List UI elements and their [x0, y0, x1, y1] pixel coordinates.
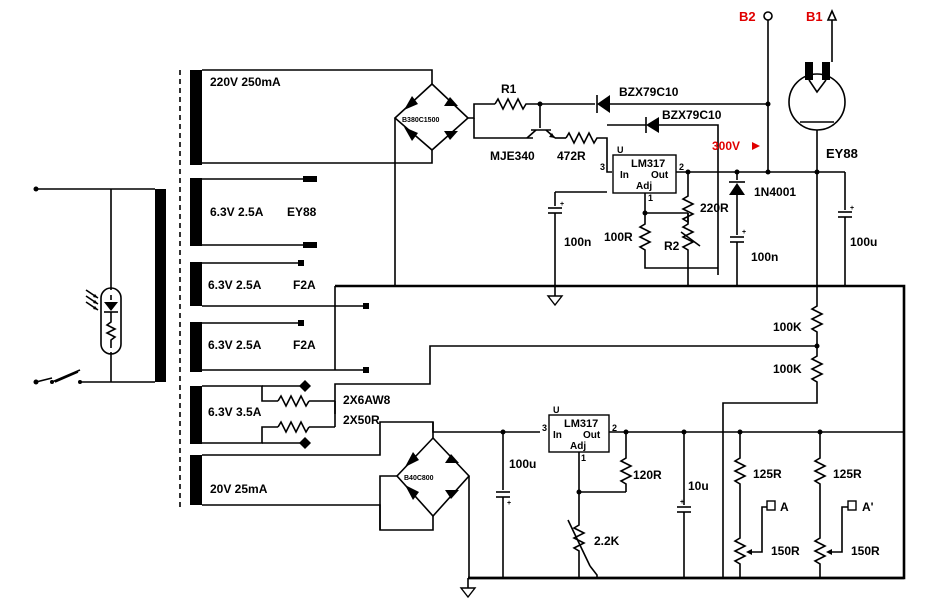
zener-1-label: BZX79C10 [619, 85, 679, 99]
lm317-bottom-pin3: 3 [542, 423, 547, 433]
lm317-bottom-adj-label: Adj [570, 441, 586, 452]
lm317-top-label: LM317 [631, 158, 665, 170]
winding-220v-label: 220V 250mA [210, 75, 281, 89]
zener-2-label: BZX79C10 [662, 108, 722, 122]
r2-label: R2 [664, 239, 680, 253]
300v-label: 300V [712, 139, 740, 153]
cap-100u-bottom-label: 100u [509, 457, 536, 471]
winding-f2a-1-label: F2A [293, 278, 316, 292]
lm317-bottom-pin1: 1 [581, 453, 586, 463]
bridge-2-part-label: B40C800 [404, 475, 434, 482]
lm317-top [612, 154, 677, 194]
transformer-secondaries [190, 70, 202, 505]
r472-label: 472R [557, 149, 586, 163]
winding-63v-a-label: 6.3V 2.5A [210, 205, 264, 219]
bridge-rectifier-2: B40C800 [395, 436, 471, 518]
winding-63v-d-label: 6.3V 3.5A [208, 405, 262, 419]
heater-resistor-label: 2X50R [343, 413, 380, 427]
300v-arrow-icon [752, 142, 760, 150]
transformer-primary-winding [155, 189, 166, 382]
b1-terminal [826, 9, 838, 21]
lm317-bottom-in-label: In [553, 430, 562, 441]
zener-diode-2 [607, 117, 719, 275]
ground-symbol-bottom [459, 578, 477, 599]
r100k-b-label: 100K [773, 362, 802, 376]
cap-10u-label: 10u [688, 479, 709, 493]
lm317-top-in-label: In [620, 170, 629, 181]
lm317-bottom-label: LM317 [564, 418, 598, 430]
test-point-a-prime [847, 500, 857, 511]
bridge-rectifier-1: B380C1500 [393, 82, 470, 152]
r1-label: R1 [501, 82, 517, 96]
r125-a-label: 125R [753, 467, 782, 481]
lm317-bottom-out-label: Out [583, 430, 601, 441]
pot-150r-a-label: 150R [771, 544, 800, 558]
bridge-1-part-label: B380C1500 [402, 117, 439, 124]
svg-text:+: + [742, 229, 746, 236]
r100-label: 100R [604, 230, 633, 244]
test-point-a [766, 500, 776, 511]
mains-switch [54, 371, 79, 383]
lm317-bottom-u-label: U [553, 405, 560, 415]
pot-2k2-label: 2.2K [594, 534, 620, 548]
svg-text:+: + [560, 201, 564, 208]
zener-diode-1 [596, 95, 768, 113]
r120-label: 120R [633, 468, 662, 482]
winding-63v-c-label: 6.3V 2.5A [208, 338, 262, 352]
b1-label: B1 [806, 9, 823, 24]
mje340-label: MJE340 [490, 149, 535, 163]
cap-100u-top-label: 100u [850, 235, 877, 249]
ground-symbol-top [546, 286, 564, 307]
lm317-top-adj-label: Adj [636, 181, 652, 192]
b2-terminal [763, 11, 773, 21]
svg-text:+: + [850, 205, 854, 212]
lm317-top-pin2: 2 [679, 162, 684, 172]
winding-ey88-label: EY88 [287, 205, 317, 219]
lm317-top-pin1: 1 [648, 193, 653, 203]
lm317-bottom-pin2: 2 [612, 423, 617, 433]
cap-100n-b-label: 100n [751, 250, 778, 264]
test-a-prime-label: A' [862, 500, 874, 514]
r125-b-label: 125R [833, 467, 862, 481]
lm317-top-pin3: 3 [600, 162, 605, 172]
r220-label: 220R [700, 201, 729, 215]
b2-label: B2 [739, 9, 756, 24]
cap-100n-a-label: 100n [564, 235, 591, 249]
ey88-tube-label: EY88 [826, 146, 858, 161]
1n4001-label: 1N4001 [754, 185, 796, 199]
r100k-a-label: 100K [773, 320, 802, 334]
lm317-top-out-label: Out [651, 170, 669, 181]
svg-text:+: + [680, 499, 684, 506]
mains-input [33, 186, 155, 385]
heater-tube-label: 2X6AW8 [343, 393, 391, 407]
mje340-transistor [526, 129, 566, 139]
lm317-top-u-label: U [617, 145, 624, 155]
winding-f2a-2-label: F2A [293, 338, 316, 352]
ey88-tube [788, 62, 846, 174]
svg-text:+: + [507, 500, 511, 507]
pot-150r-b-label: 150R [851, 544, 880, 558]
winding-63v-b-label: 6.3V 2.5A [208, 278, 262, 292]
neon-indicator-lamp [85, 287, 122, 355]
test-a-label: A [780, 500, 789, 514]
winding-20v-label: 20V 25mA [210, 482, 268, 496]
